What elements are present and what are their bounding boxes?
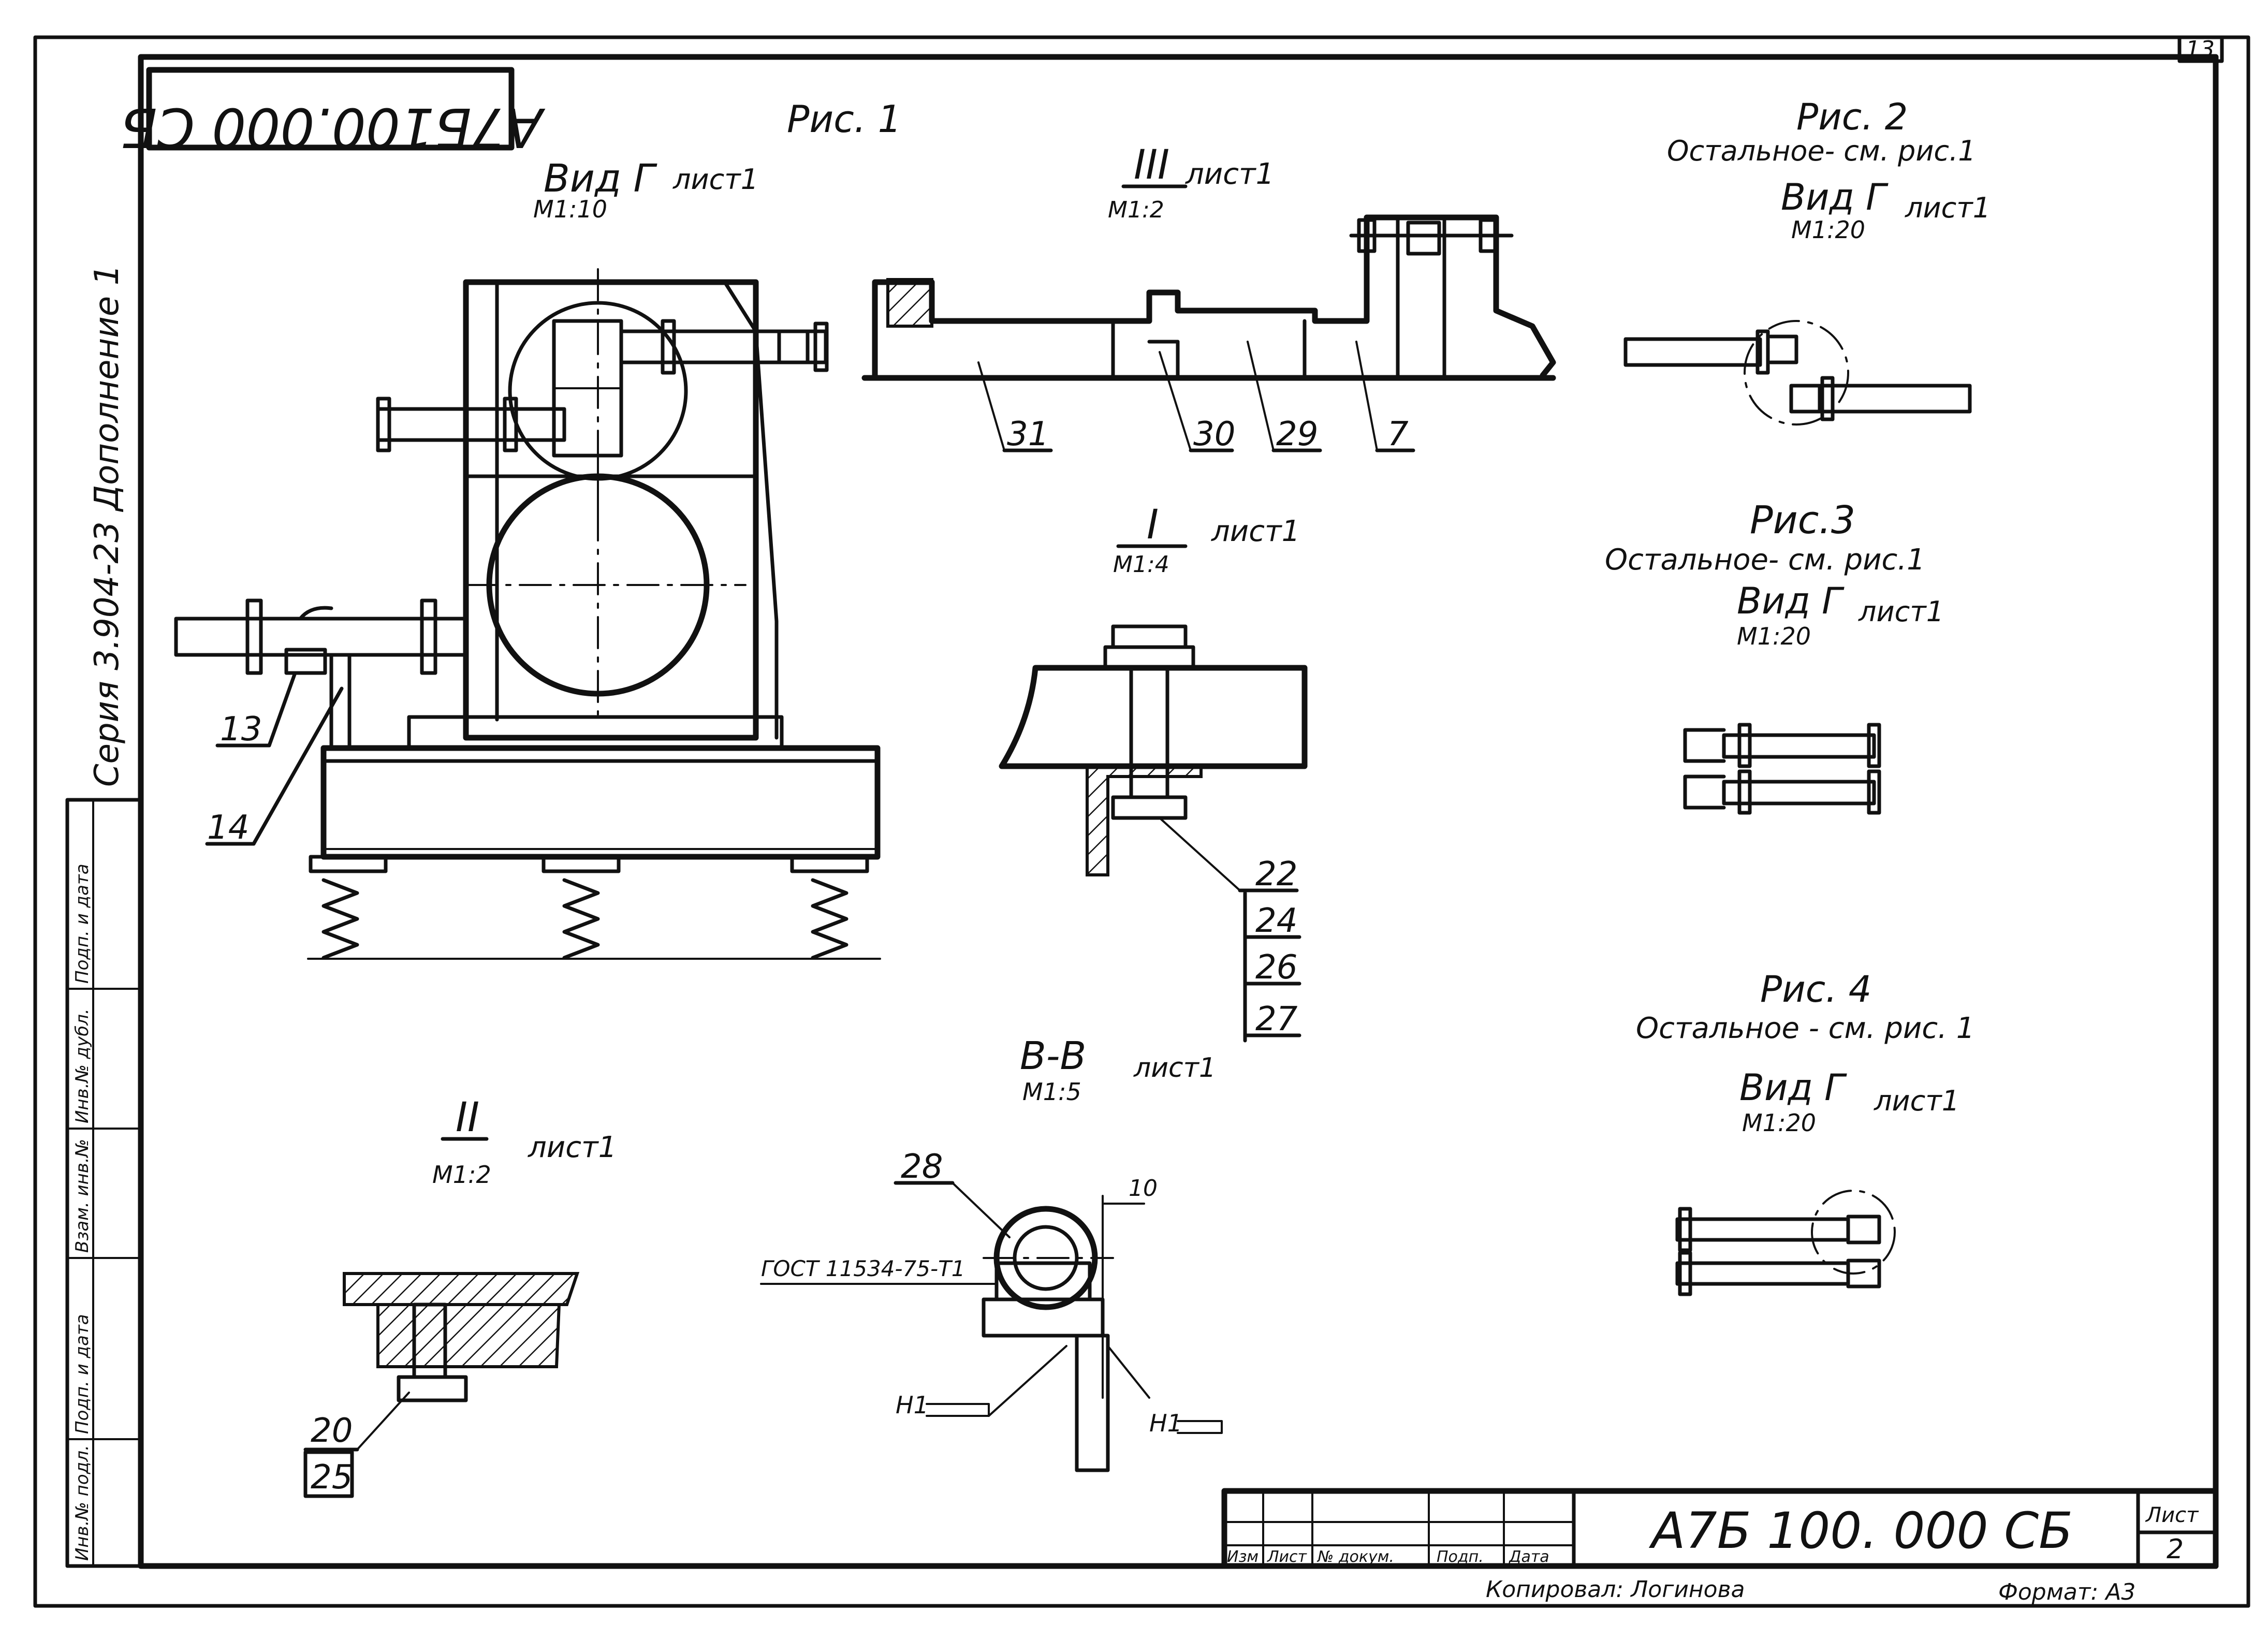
tb-doc-code: А7Б 100. 000 СБ	[1648, 1502, 2073, 1560]
fig3-title: Рис.3	[1750, 498, 1855, 543]
fig4-view-sheet: лист1	[1874, 1085, 1959, 1117]
callout-24: 24	[1255, 902, 1297, 940]
callout-29: 29	[1276, 415, 1318, 453]
detail-I-top-scale: М1:4	[1113, 551, 1169, 578]
tb-sheet-number: 2	[2167, 1534, 2184, 1565]
detail-II-scale: М1:2	[432, 1161, 491, 1189]
fig2-title: Рис. 2	[1796, 96, 1908, 138]
section-BB-sheet: лист1	[1133, 1052, 1216, 1084]
dimension-10: 10	[1129, 1175, 1158, 1202]
side-header-1: Подп. и дата	[72, 1314, 93, 1434]
fig2-view-scale: М1:20	[1791, 216, 1865, 244]
corner-sheet-number: 13	[2186, 36, 2215, 63]
callout-22: 22	[1255, 855, 1297, 894]
side-header-3: Инв.№ дубл.	[72, 1008, 93, 1123]
callout-26: 26	[1255, 948, 1297, 987]
fig3-labels: Рис.3 Остальное- см. рис.1 Вид Г лист1 М…	[1605, 498, 1944, 650]
sheet-frame: 13	[33, 35, 2250, 1608]
detail-III-labels: III лист1 М1:2	[1108, 142, 1274, 223]
callout-13: 13	[220, 710, 262, 749]
fig2-view-sheet: лист1	[1905, 192, 1991, 224]
side-column-table: Инв.№ подл. Подп. и дата Взам. инв.№ Инв…	[65, 798, 143, 1568]
detail-III-callouts: 31 30 29 7	[977, 341, 1415, 453]
detail-I-top-mark: I	[1147, 502, 1159, 548]
side-annotation: Серия 3.904-23 Дополнение 1	[88, 265, 126, 787]
fig3-note: Остальное- см. рис.1	[1605, 543, 1925, 577]
section-BB-drawing	[982, 1195, 1145, 1472]
detail-II-callouts: 20 25	[303, 1392, 410, 1498]
tb-col-date: Дата	[1508, 1548, 1549, 1566]
weld-label-left: Н1	[896, 1391, 929, 1419]
title-block: Изм Лист № докум. Подп. Дата А7Б 100. 00…	[1221, 1488, 2219, 1605]
callout-25: 25	[311, 1458, 353, 1497]
detail-II-mark: II	[456, 1094, 479, 1141]
side-header-4: Подп. и дата	[72, 864, 93, 984]
fig3-view-scale: М1:20	[1737, 622, 1811, 650]
fig2-drawing	[1623, 320, 1972, 426]
side-header-0: Инв.№ подл.	[72, 1445, 93, 1561]
fig4-note: Остальное - см. рис. 1	[1636, 1012, 1974, 1045]
fig2-labels: Рис. 2 Остальное- см. рис.1 Вид Г лист1 …	[1667, 96, 1991, 244]
detail-II-labels: II лист1 М1:2	[432, 1094, 617, 1189]
fig3-view-sheet: лист1	[1858, 595, 1944, 628]
detail-I-top-callouts: 22 24 26 27	[1159, 817, 1301, 1043]
detail-II-drawing	[343, 1272, 580, 1402]
fig2-view-title: Вид Г	[1781, 176, 1889, 218]
tb-col-sign: Подп.	[1437, 1548, 1484, 1566]
section-BB-callouts: 28 ГОСТ 11534-75-Т1 10 Н1 Н1	[760, 1148, 1223, 1437]
fig4-drawing	[1675, 1190, 1896, 1296]
fig3-view-title: Вид Г	[1737, 580, 1845, 622]
fig1-machine-view	[174, 268, 881, 960]
detail-II-sheet: лист1	[528, 1131, 617, 1164]
section-BB-labels: В-В лист1 М1:5	[1020, 1034, 1216, 1106]
fig1-view-scale: М1:10	[533, 195, 607, 223]
fig4-labels: Рис. 4 Остальное - см. рис. 1 Вид Г лист…	[1636, 968, 1974, 1137]
callout-27: 27	[1255, 1000, 1298, 1038]
fig3-drawing	[1683, 723, 1881, 815]
detail-III-mark: III	[1134, 142, 1169, 188]
callout-28: 28	[901, 1148, 943, 1186]
side-header-2: Взам. инв.№	[72, 1139, 93, 1253]
callout-14: 14	[207, 809, 249, 847]
callout-20: 20	[311, 1412, 353, 1450]
detail-III-scale: М1:2	[1108, 197, 1164, 223]
weld-label-right: Н1	[1149, 1409, 1182, 1437]
fig1-view-title: Вид Г	[544, 156, 658, 201]
callout-7: 7	[1387, 415, 1409, 453]
fig1-title: Рис. 1	[787, 97, 901, 141]
callout-30: 30	[1193, 415, 1235, 453]
copied-by: Копировал: Логинова	[1486, 1576, 1745, 1603]
tb-col-doc: № докум.	[1316, 1548, 1394, 1566]
detail-III-sheet: лист1	[1185, 157, 1274, 191]
detail-III-drawing	[861, 214, 1556, 381]
tb-sheet-label: Лист	[2145, 1503, 2199, 1527]
section-BB-scale: М1:5	[1022, 1078, 1081, 1106]
fig2-note: Остальное- см. рис.1	[1667, 135, 1976, 167]
section-BB-title: В-В	[1020, 1034, 1086, 1078]
series-label: Серия 3.904-23 Дополнение 1	[88, 265, 126, 787]
tb-col-list: Лист	[1267, 1548, 1308, 1566]
stamp-box: А7Б100.000 СБ	[120, 67, 546, 159]
detail-I-top-sheet: лист1	[1211, 515, 1300, 548]
fig4-view-title: Вид Г	[1739, 1066, 1847, 1109]
fig1-callouts: 13 14	[205, 671, 344, 847]
stamp-code: А7Б100.000 СБ	[120, 96, 546, 159]
format-label: Формат: А3	[1998, 1579, 2135, 1605]
fig1-labels: Рис. 1 Вид Г лист1 М1:10	[533, 97, 901, 223]
detail-I-top-labels: I лист1 М1:4	[1113, 502, 1300, 578]
fig1-view-sheet: лист1	[672, 163, 758, 196]
gost-label: ГОСТ 11534-75-Т1	[761, 1256, 965, 1281]
fig4-view-scale: М1:20	[1742, 1109, 1816, 1137]
tb-col-izm: Изм	[1227, 1548, 1259, 1566]
fig4-title: Рис. 4	[1760, 968, 1871, 1011]
callout-31: 31	[1007, 415, 1049, 453]
detail-I-top-drawing	[999, 624, 1308, 876]
